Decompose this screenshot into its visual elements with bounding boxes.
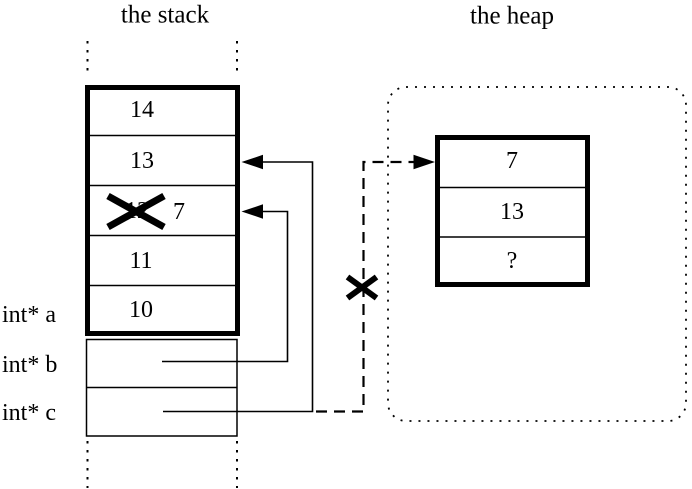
pointer-label-c: int* c [2,400,56,426]
heap-cell-value-unknown: ? [506,248,518,274]
stack-cell-value-14: 14 [130,97,154,123]
heap-title: the heap [470,2,554,30]
stack-cell-value-11: 11 [129,248,153,274]
stack-cell-value-13: 13 [130,148,154,174]
stack-cell-value-10: 10 [129,297,153,323]
pointer-b-arrowhead-icon [241,204,263,219]
stack-cell-old-value-12: 12 [125,198,149,224]
pointer-label-b: int* b [2,352,58,378]
stack-title: the stack [120,1,210,29]
stack-cell-new-value-7: 7 [173,199,185,225]
pointer-label-a: int* a [2,302,56,328]
heap-region-outline [387,86,687,422]
pointer-c-arrowhead-icon [241,154,263,170]
heap-object-box [435,135,590,287]
invalid-link-x-icon [345,274,379,301]
crossout-old-value-icon [106,192,166,231]
heap-cell-value-7: 7 [506,148,518,174]
dangling-pointer-arrowhead-icon [413,154,435,170]
pointer-c-line [163,161,314,413]
pointer-b-line [162,210,289,363]
stack-frame-box [85,85,240,336]
heap-cell-value-13: 13 [500,199,524,225]
